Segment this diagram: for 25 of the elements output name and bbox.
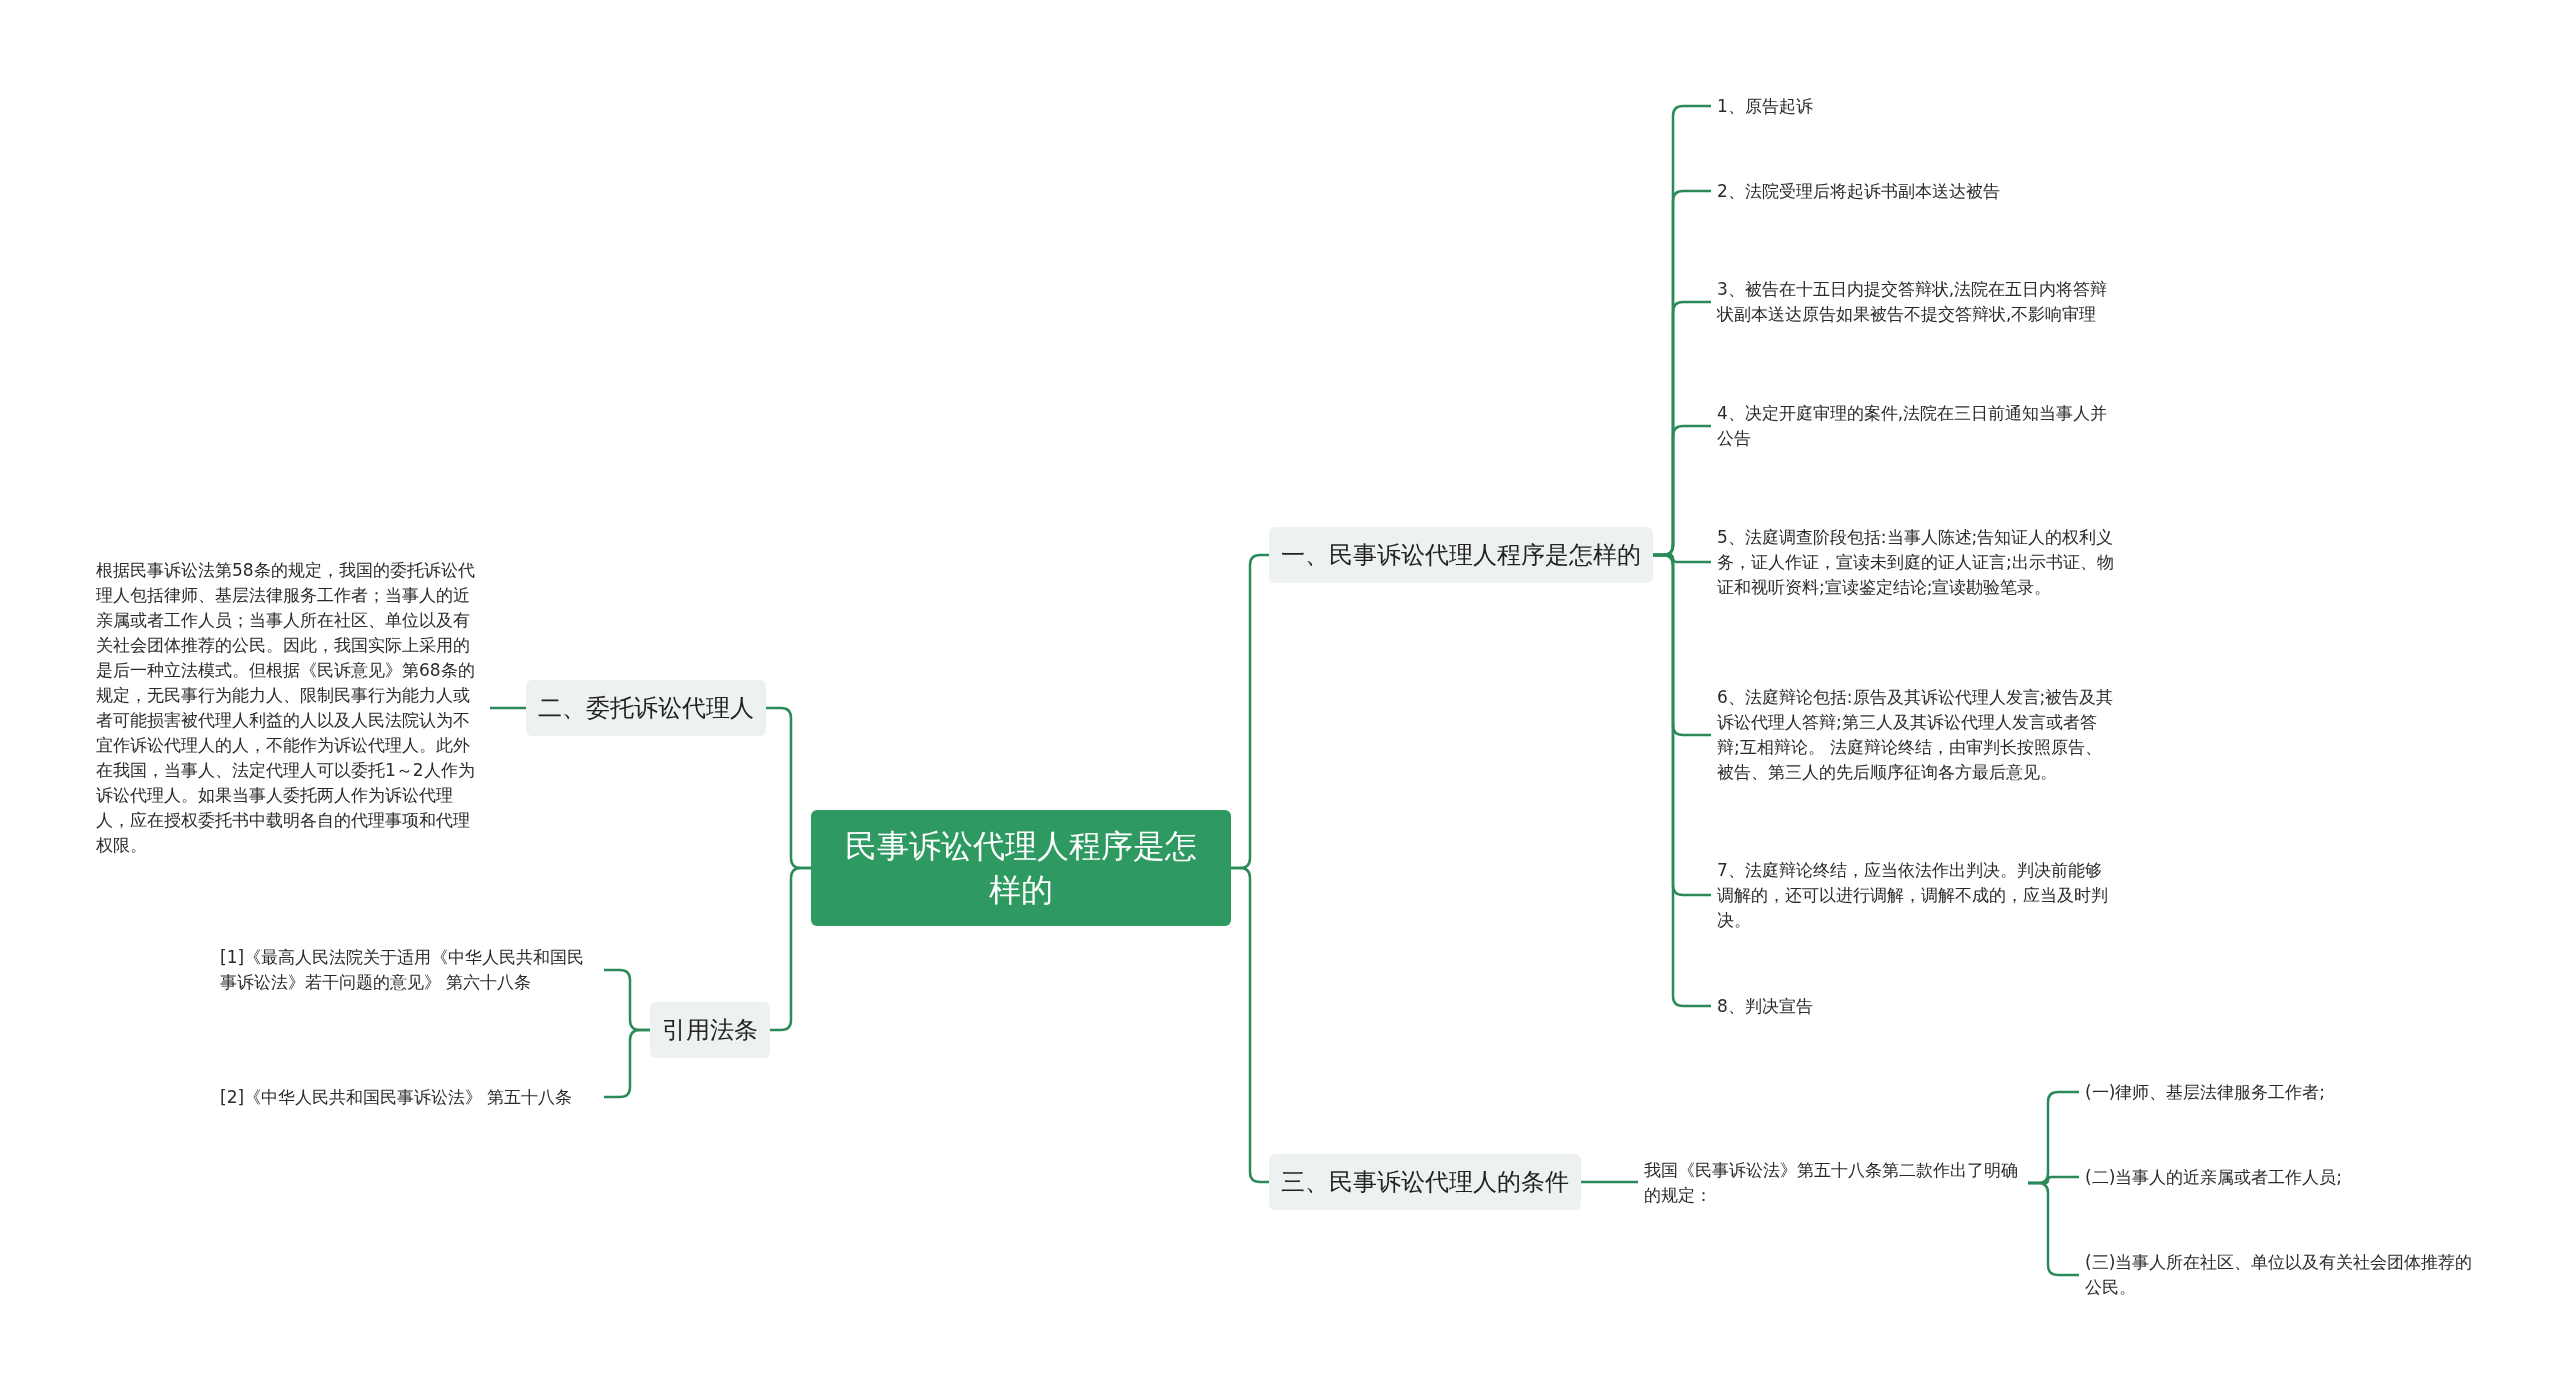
topic-text: 根据民事诉讼法第58条的规定，我国的委托诉讼代理人包括律师、基层法律服务工作者；当事人的近亲属或者工作人员；当事人所在社区、单位以及有关社会团体推荐的公民。因此，我国实际上采用的是后一种立法模式。但根据《民诉意见》第68条的规定，无民事行为能力人、限制民事行为能力人或者可能损害被代理人利益的人以及人民法院认为不宜作诉讼代理人的人，不能作为诉讼代理人。此外在我国，当事人、法定代理人可以委托1～2人作为诉讼代理人。如果当事人委托两人作为诉讼代理人，应在授权委托书中载明各自的代理事项和代理权限。: [90, 558, 490, 858]
connector-line: [1581, 1180, 1638, 1184]
topic-text: 8、判决宣告: [1711, 993, 2121, 1019]
connector-line: [490, 706, 526, 710]
topic-text: 3、被告在十五日内提交答辩状,法院在五日内将答辩状副本送达原告如果被告不提交答辩状,不影响审理: [1711, 277, 2121, 327]
topic-text: (一)律师、基层法律服务工作者;: [2079, 1079, 2479, 1105]
topic-text: (二)当事人的近亲属或者工作人员;: [2079, 1164, 2479, 1190]
topic-text: 5、法庭调查阶段包括:当事人陈述;告知证人的权利义务，证人作证，宣读未到庭的证人证言;出示书证、物证和视听资料;宣读鉴定结论;宣读勘验笔录。: [1711, 524, 2121, 600]
branch-topic-box: 一、民事诉讼代理人程序是怎样的: [1269, 527, 1653, 583]
topic-text: 4、决定开庭审理的案件,法院在三日前通知当事人并公告: [1711, 401, 2121, 451]
topic-text: [1]《最高人民法院关于适用《中华人民共和国民事诉讼法》若干问题的意见》 第六十八条: [214, 945, 604, 995]
branch-topic-box: 三、民事诉讼代理人的条件: [1269, 1154, 1581, 1210]
topic-text: 1、原告起诉: [1711, 93, 2121, 119]
connector-line: [770, 866, 811, 1032]
topic-text: 7、法庭辩论终结，应当依法作出判决。判决前能够调解的，还可以进行调解，调解不成的，应当及时判决。: [1711, 857, 2121, 933]
topic-text: (三)当事人所在社区、单位以及有关社会团体推荐的公民。: [2079, 1250, 2479, 1300]
root-topic-box: 民事诉讼代理人程序是怎样的: [811, 810, 1231, 926]
topic-text: 我国《民事诉讼法》第五十八条第二款作出了明确的规定：: [1638, 1158, 2028, 1208]
topic-text: 2、法院受理后将起诉书副本送达被告: [1711, 178, 2121, 204]
connector-line: [1231, 866, 1269, 1184]
topic-text: 6、法庭辩论包括:原告及其诉讼代理人发言;被告及其诉讼代理人答辩;第三人及其诉讼代理人发言或者答辩;互相辩论。 法庭辩论终结，由审判长按照原告、被告、第三人的先后顺序征询各方最后意见。: [1711, 685, 2121, 785]
branch-topic-box: 引用法条: [650, 1002, 770, 1058]
topic-text: [2]《中华人民共和国民事诉讼法》 第五十八条: [214, 1084, 604, 1110]
branch-topic-box: 二、委托诉讼代理人: [526, 680, 766, 736]
connector-line: [1653, 553, 1711, 1008]
